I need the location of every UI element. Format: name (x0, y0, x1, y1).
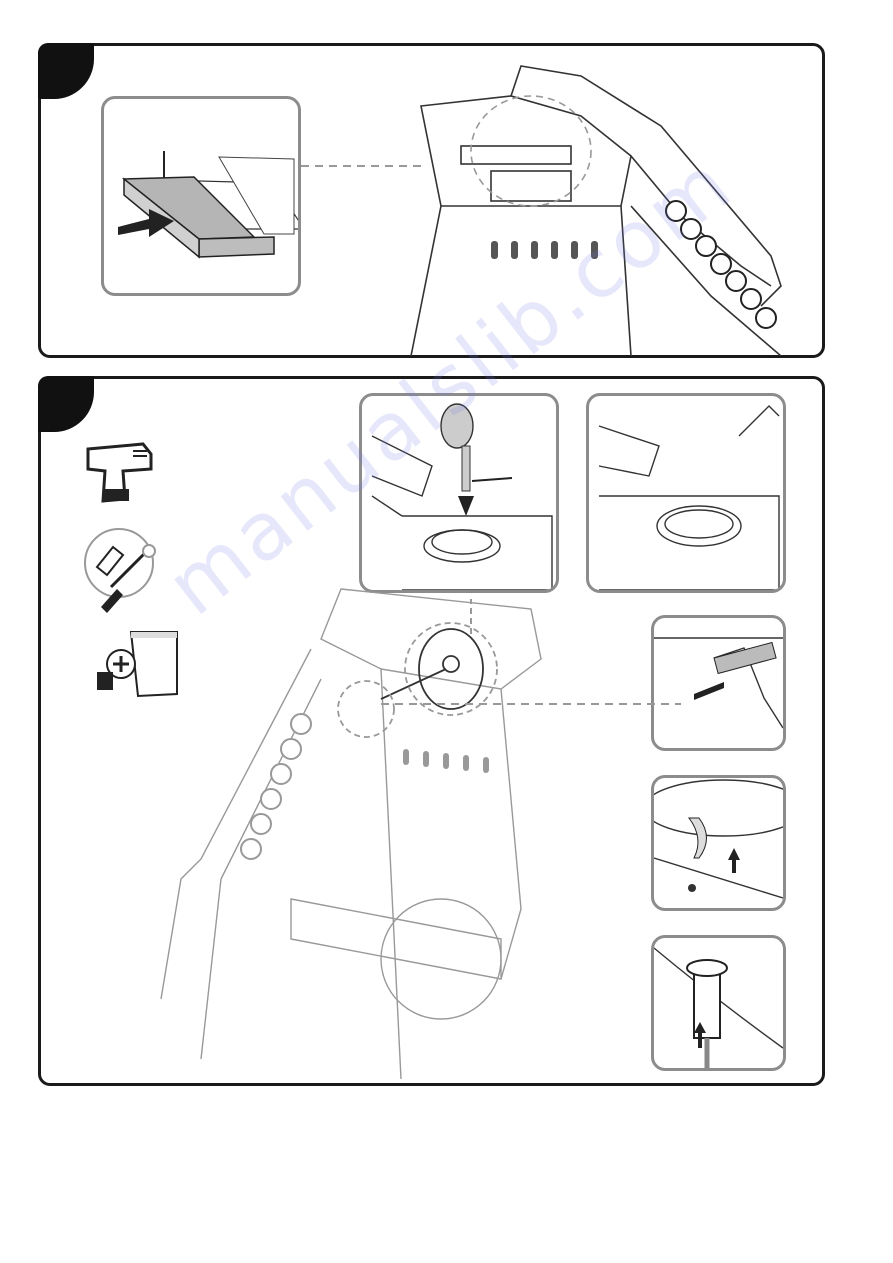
step-panel-1 (38, 43, 825, 358)
burner-install-inset-a (359, 393, 559, 593)
step-panel-2 (38, 376, 825, 1086)
step-badge-1 (38, 43, 94, 99)
burner-install-inset-b (586, 393, 786, 593)
grill-cart-illustration (381, 56, 821, 356)
burner-opening-illustration (589, 396, 783, 590)
burner-install-illustration (362, 396, 556, 590)
grease-tray-illustration (104, 99, 298, 293)
step-badge-2 (38, 376, 94, 432)
grease-tray-detail-inset (101, 96, 301, 296)
power-drill-icon (83, 439, 193, 509)
grill-assembly-illustration (141, 579, 681, 1079)
